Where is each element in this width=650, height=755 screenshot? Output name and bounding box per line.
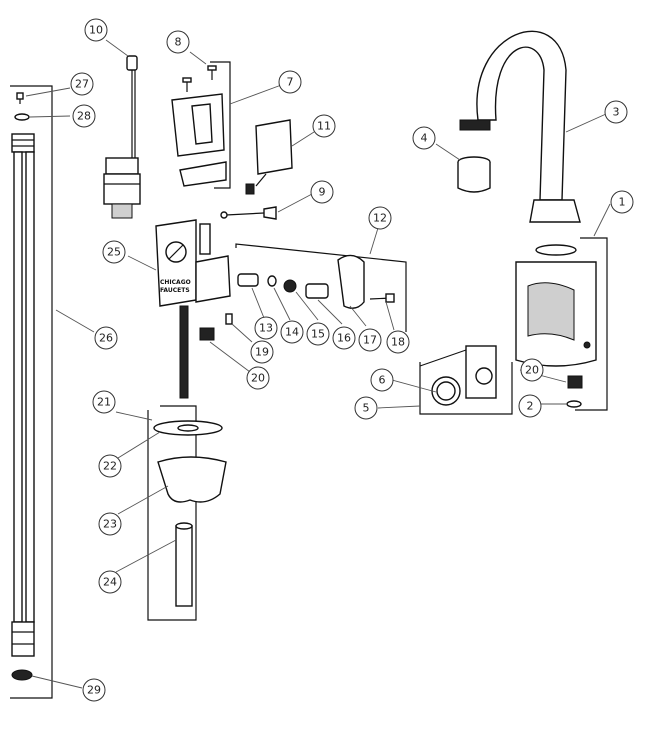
callout-21: 21 [92, 390, 116, 414]
svg-text:28: 28 [77, 110, 91, 123]
callout-20-right: 20 [520, 358, 544, 382]
svg-text:29: 29 [87, 684, 101, 697]
part-20-fitting-left [199, 327, 215, 341]
part-15-check-valve [283, 279, 297, 293]
svg-text:24: 24 [103, 576, 117, 589]
svg-text:3: 3 [613, 106, 620, 119]
callout-26: 26 [94, 326, 118, 350]
part-25-control-body: CHICAGO FAUCETS [155, 219, 231, 399]
callout-5: 5 [354, 396, 378, 420]
callout-3: 3 [604, 100, 628, 124]
part-26-supply-hoses [11, 133, 35, 657]
callout-28: 28 [72, 104, 96, 128]
callout-4: 4 [412, 126, 436, 150]
brand-label-line-1: CHICAGO [160, 279, 191, 286]
callout-18: 18 [386, 330, 410, 354]
bracket-lines [10, 61, 608, 699]
svg-text:21: 21 [97, 396, 111, 409]
part-17-cover [337, 254, 365, 309]
svg-text:26: 26 [99, 332, 113, 345]
callout-22: 22 [98, 454, 122, 478]
svg-text:7: 7 [287, 76, 294, 89]
callout-24: 24 [98, 570, 122, 594]
svg-text:6: 6 [379, 374, 386, 387]
svg-text:23: 23 [103, 518, 117, 531]
callout-17: 17 [358, 328, 382, 352]
callout-10: 10 [84, 18, 108, 42]
svg-text:12: 12 [373, 212, 387, 225]
callout-8: 8 [166, 30, 190, 54]
svg-text:11: 11 [317, 120, 331, 133]
svg-text:14: 14 [285, 326, 299, 339]
callout-2: 2 [518, 394, 542, 418]
svg-text:18: 18 [391, 336, 405, 349]
svg-text:1: 1 [619, 196, 626, 209]
part-14-oring [267, 275, 277, 287]
part-24-tailpiece [175, 522, 193, 607]
callout-11: 11 [312, 114, 336, 138]
part-11-battery [245, 119, 293, 195]
part-9-sensor-wand [220, 206, 277, 220]
part-7-bracket [171, 93, 227, 187]
part-1-housing [515, 244, 597, 367]
svg-text:25: 25 [107, 246, 121, 259]
part-10-solenoid [103, 55, 141, 219]
callouts: 1 2 3 4 5 6 7 8 9 10 11 12 13 14 15 16 1… [70, 18, 634, 702]
part-6-oring [431, 376, 461, 406]
svg-text:22: 22 [103, 460, 117, 473]
part-23-base-gasket [157, 456, 227, 503]
part-16-fitting [305, 283, 329, 299]
part-28-washer [14, 113, 30, 121]
brand-label-line-2: FAUCETS [160, 287, 190, 294]
part-29-hose-nut [11, 669, 33, 681]
callout-25: 25 [102, 240, 126, 264]
callout-12: 12 [368, 206, 392, 230]
callout-14: 14 [280, 320, 304, 344]
svg-text:15: 15 [311, 328, 325, 341]
callout-1: 1 [610, 190, 634, 214]
svg-text:19: 19 [255, 346, 269, 359]
callout-23: 23 [98, 512, 122, 536]
callout-29: 29 [82, 678, 106, 702]
part-19-setscrew [225, 313, 233, 325]
callout-13: 13 [254, 316, 278, 340]
part-13-nipple [237, 273, 259, 287]
svg-text:9: 9 [319, 186, 326, 199]
part-2-washer [566, 400, 582, 408]
callout-20-left: 20 [246, 366, 270, 390]
callout-7: 7 [278, 70, 302, 94]
svg-text:13: 13 [259, 322, 273, 335]
svg-text:4: 4 [421, 132, 428, 145]
callout-27: 27 [70, 72, 94, 96]
part-22-flange [153, 420, 223, 436]
callout-15: 15 [306, 322, 330, 346]
callout-19: 19 [250, 340, 274, 364]
leader-lines [25, 39, 611, 689]
part-5-mount-plate [419, 345, 497, 399]
part-8-screws [182, 65, 217, 92]
svg-text:17: 17 [363, 334, 377, 347]
part-18-screw [369, 293, 395, 303]
svg-text:10: 10 [89, 24, 103, 37]
part-20-fitting-right [567, 375, 583, 389]
part-3-spout [459, 30, 581, 223]
svg-text:5: 5 [363, 402, 370, 415]
svg-text:20: 20 [251, 372, 265, 385]
svg-text:20: 20 [525, 364, 539, 377]
svg-text:16: 16 [337, 332, 351, 345]
svg-text:27: 27 [75, 78, 89, 91]
callout-16: 16 [332, 326, 356, 350]
part-4-aerator [457, 156, 491, 193]
part-27-screw [16, 92, 24, 104]
svg-text:2: 2 [527, 400, 534, 413]
callout-6: 6 [370, 368, 394, 392]
svg-text:8: 8 [175, 36, 182, 49]
callout-9: 9 [310, 180, 334, 204]
